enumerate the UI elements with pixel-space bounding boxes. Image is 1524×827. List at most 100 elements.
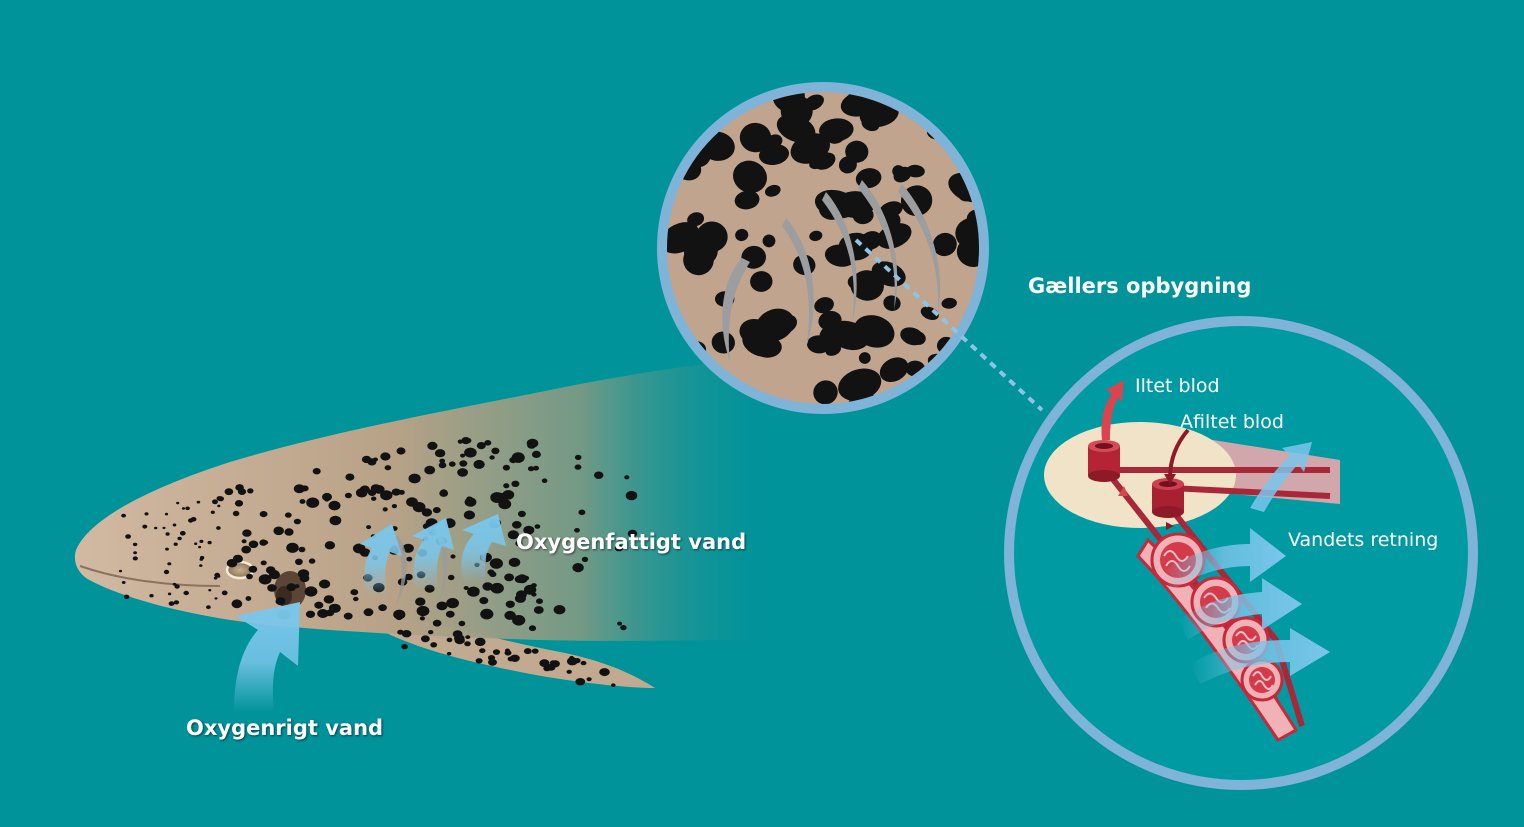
skin-spot: [241, 539, 247, 544]
skin-spot: [188, 518, 194, 523]
skin-spot: [317, 609, 329, 618]
skin-spot: [448, 461, 456, 467]
zoom-skin-spot: [682, 353, 696, 364]
fin-spot: [446, 637, 453, 643]
fin-spot: [575, 678, 586, 686]
fish-illustration: [74, 356, 781, 688]
skin-spot: [447, 574, 455, 581]
water-direction-arrows: [1162, 442, 1330, 684]
skin-spot: [267, 584, 277, 592]
zoom-skin-spot: [809, 230, 823, 242]
skin-spot: [505, 600, 515, 608]
zoom-skin-spot: [847, 274, 866, 290]
skin-spot: [398, 489, 405, 495]
skin-spot: [427, 441, 438, 450]
fish-body: [74, 356, 781, 641]
skin-spot: [323, 595, 335, 604]
skin-spot: [154, 526, 158, 530]
skin-spot: [231, 599, 243, 609]
skin-spot: [259, 539, 268, 546]
oxygen-poor-label: Oxygenfattigt vand: [516, 530, 746, 554]
deoxygenated-blood-label: Afiltet blod: [1180, 411, 1284, 433]
skin-spot: [476, 442, 486, 450]
skin-spot: [517, 510, 526, 518]
skin-spot: [614, 544, 624, 552]
skin-spot: [121, 513, 126, 518]
skin-spot: [208, 589, 212, 592]
oxygenated-blood-arrow: [1101, 380, 1124, 440]
skin-spot: [458, 620, 466, 627]
zoom-skin-spot: [750, 271, 773, 292]
gill-structure-circle: [1004, 316, 1478, 790]
skin-spot: [299, 499, 306, 504]
zoom-skin-spot: [739, 122, 772, 153]
skin-spot: [489, 455, 495, 460]
skin-spot: [406, 556, 413, 562]
zoom-skin-spot: [711, 331, 735, 354]
zoom-skin-spot: [858, 352, 871, 364]
fin-spot: [539, 659, 550, 667]
oxygen-poor-outflow-arrow-2: [412, 518, 454, 590]
skin-spot: [286, 583, 297, 592]
skin-spot: [367, 458, 377, 466]
skin-spot: [269, 570, 280, 579]
skin-spot: [144, 512, 149, 516]
oxygen-rich-label: Oxygenrigt vand: [186, 716, 383, 740]
zoom-skin-spot: [968, 378, 984, 401]
skin-spot: [216, 496, 223, 501]
skin-spot: [199, 539, 204, 544]
skin-spot: [438, 462, 447, 469]
skin-spot: [176, 501, 180, 505]
zoom-skin-spot: [683, 235, 718, 267]
zoom-skin-spot: [941, 297, 957, 309]
skin-spot: [293, 484, 305, 494]
skin-spot: [627, 529, 638, 538]
fin-spot: [401, 644, 408, 650]
skin-spot: [185, 506, 190, 511]
oxygenated-vessel-cylinder: [1088, 440, 1120, 482]
fin-spot: [492, 649, 501, 655]
skin-spot: [199, 558, 204, 561]
skin-spot: [523, 525, 535, 535]
skin-spot: [578, 509, 586, 516]
fin-spot: [421, 635, 430, 643]
skin-spot: [507, 530, 519, 540]
skin-spot: [434, 449, 446, 458]
fin-spot: [475, 658, 483, 664]
skin-spot: [531, 583, 537, 588]
skin-spot: [363, 608, 374, 617]
skin-spot: [199, 564, 203, 567]
skin-spot: [439, 458, 446, 464]
skin-spot: [125, 534, 131, 539]
skin-spot: [181, 507, 186, 510]
skin-spot: [531, 450, 541, 458]
fin-spot: [401, 630, 412, 638]
skin-spot: [314, 601, 324, 609]
zoom-skin-spot: [814, 297, 834, 314]
skin-spot: [132, 556, 138, 561]
fin-spot: [611, 683, 616, 687]
skin-spot: [624, 475, 630, 480]
skin-spot: [242, 529, 252, 537]
skin-spot: [439, 489, 449, 497]
skin-spot: [173, 600, 180, 605]
skin-spot: [514, 594, 526, 603]
fin-spot: [465, 635, 471, 639]
skin-spot: [194, 542, 198, 545]
skin-spot: [121, 581, 126, 584]
skin-spot: [515, 540, 523, 547]
skin-spot: [553, 605, 566, 615]
skin-spot: [293, 518, 301, 525]
deoxygenated-vessel-cylinder: [1152, 478, 1184, 518]
skin-spot: [312, 468, 321, 475]
skin-spot: [416, 605, 430, 617]
skin-spot: [162, 526, 166, 530]
oxygen-poor-outflow-arrow-1: [360, 524, 402, 596]
fin-spot: [566, 669, 572, 674]
skin-spot: [245, 596, 252, 601]
skin-spot: [328, 604, 339, 612]
skin-spot: [353, 596, 359, 602]
zoom-skin-spot: [838, 156, 857, 174]
fin-spot: [580, 660, 587, 666]
skin-spot: [149, 594, 154, 598]
